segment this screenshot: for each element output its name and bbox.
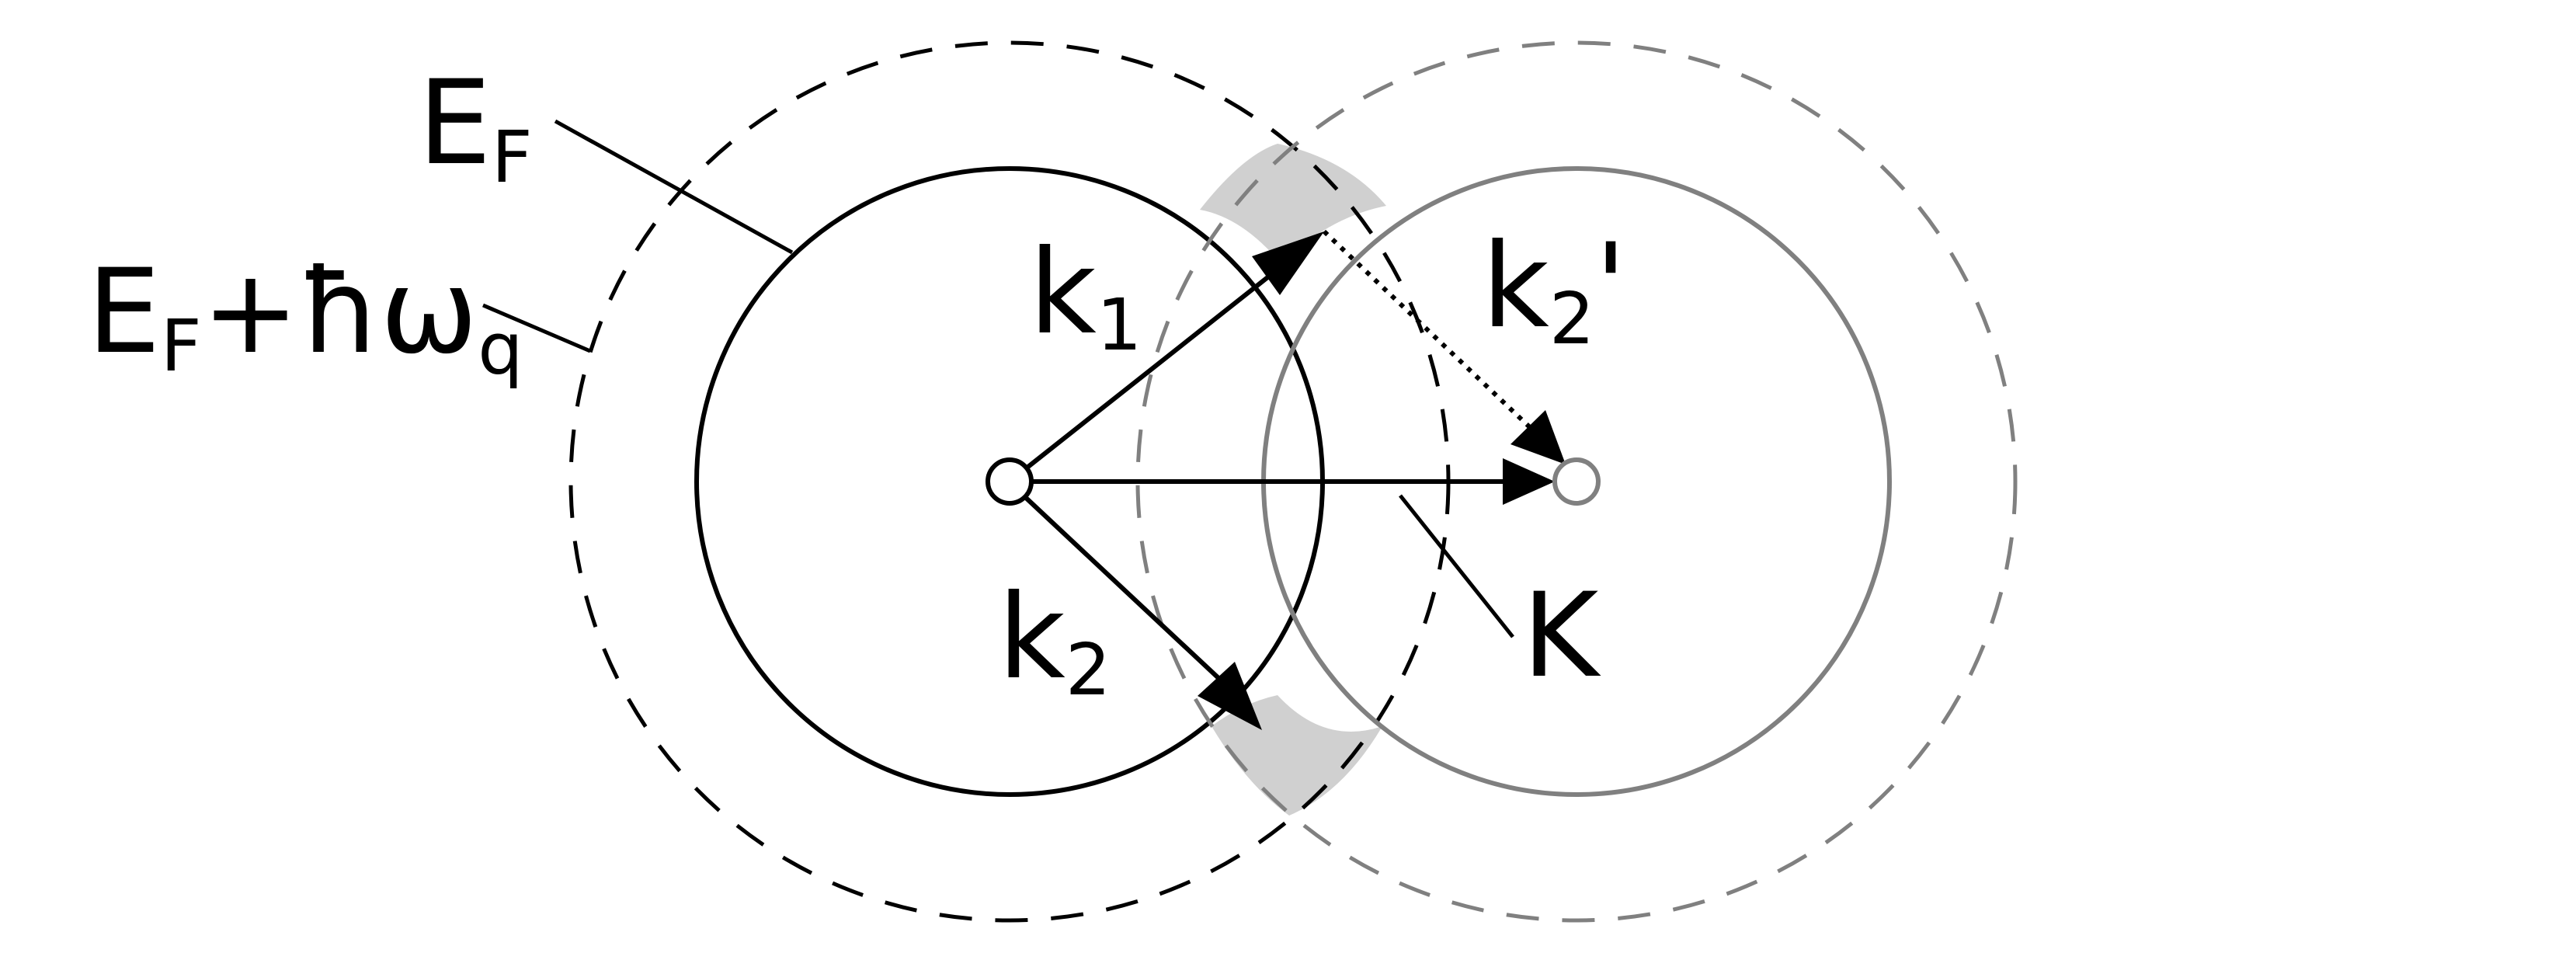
k2-label: k2 — [998, 570, 1111, 711]
K-leader-line — [1399, 494, 1514, 638]
k2prime-arrowhead — [1510, 410, 1566, 464]
k2prime-label: k2' — [1482, 219, 1627, 360]
shifted-origin-point — [1552, 457, 1601, 506]
ef-leader-line — [554, 119, 794, 255]
fermi-energy-label: EF — [418, 56, 533, 199]
fermi-plus-phonon-label: EF+ħωq — [87, 245, 523, 391]
origin-point — [986, 457, 1034, 506]
k2-vector-shaft — [1023, 495, 1233, 692]
k1-vector-shaft — [1024, 267, 1279, 471]
k1-label: k1 — [1029, 225, 1142, 367]
k2prime-vector-shaft — [1322, 229, 1536, 433]
shifted-outer-energy-shell — [1135, 40, 2018, 923]
upper-shell-fill — [1200, 144, 1386, 264]
ef-plus-leader-line — [482, 303, 591, 353]
K-arrowhead — [1503, 458, 1555, 505]
k1-arrowhead — [1252, 231, 1324, 295]
k2-arrowhead — [1198, 662, 1262, 730]
K-label: K — [1522, 569, 1601, 704]
